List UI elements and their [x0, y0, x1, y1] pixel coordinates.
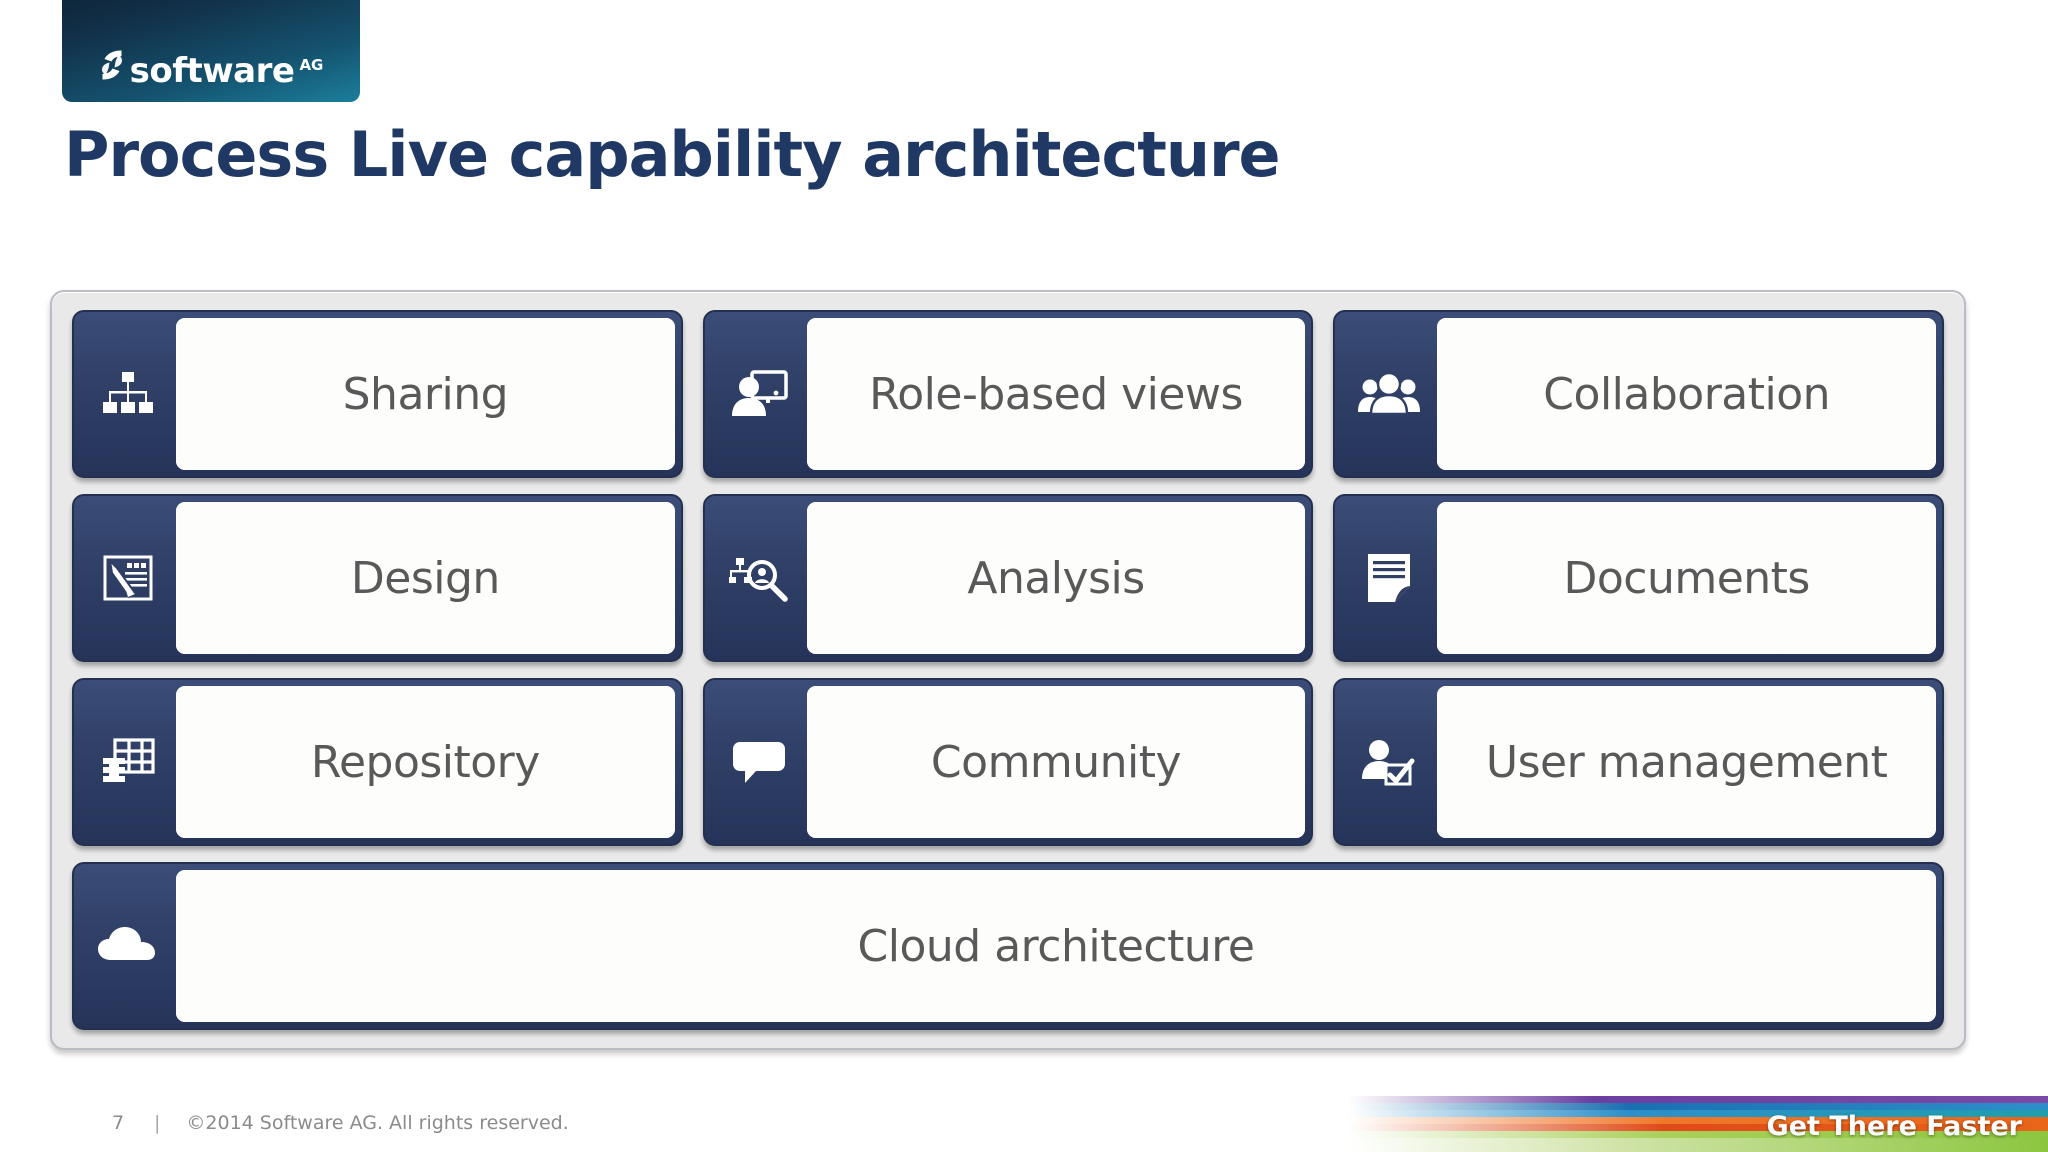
slide-footer: 7 | ©2014 Software AG. All rights reserv…	[0, 1082, 2048, 1152]
capability-label: Design	[176, 502, 675, 654]
stripe-band-lightgreen	[1348, 1138, 2048, 1152]
capability-row: Sharing Role-based views	[72, 310, 1945, 478]
brand-tagline: Get There Faster	[1766, 1111, 2022, 1142]
capability-card-sharing[interactable]: Sharing	[72, 310, 683, 478]
capability-card-repository[interactable]: Repository	[72, 678, 683, 846]
capability-label: Cloud architecture	[176, 870, 1936, 1022]
stripe-band-orange	[1348, 1117, 2048, 1124]
software-ag-logo: software AG	[62, 0, 360, 102]
user-monitor-icon	[711, 318, 807, 470]
paintbrush-document-icon	[80, 502, 176, 654]
user-checkbox-icon	[1341, 686, 1437, 838]
capability-row: Design	[72, 494, 1945, 662]
capability-card-documents[interactable]: Documents	[1333, 494, 1945, 662]
process-magnifier-icon	[711, 502, 807, 654]
capability-label: Analysis	[806, 502, 1306, 654]
capability-label: Collaboration	[1437, 318, 1937, 470]
stripe-band-red	[1348, 1124, 2048, 1131]
capability-grid: Sharing Role-based views	[72, 310, 1945, 1030]
database-grid-icon	[80, 686, 176, 838]
capability-label: Sharing	[176, 318, 675, 470]
page-number: 7	[112, 1112, 125, 1134]
logo-ag-suffix: AG	[299, 56, 324, 74]
capability-label: Role-based views	[806, 318, 1306, 470]
stripe-band-purple	[1348, 1096, 2048, 1103]
footer-left-group: 7 | ©2014 Software AG. All rights reserv…	[112, 1112, 569, 1134]
capability-card-cloud-architecture[interactable]: Cloud architecture	[72, 862, 1944, 1030]
capability-label: Repository	[176, 686, 675, 838]
slide-title: Process Live capability architecture	[64, 118, 1281, 191]
cloud-icon	[80, 870, 176, 1022]
footer-separator: |	[154, 1112, 161, 1134]
capability-card-collaboration[interactable]: Collaboration	[1333, 310, 1945, 478]
capability-label: User management	[1437, 686, 1937, 838]
capability-card-community[interactable]: Community	[702, 678, 1314, 846]
stripe-band-green	[1348, 1131, 2048, 1138]
capability-card-role-based-views[interactable]: Role-based views	[702, 310, 1314, 478]
software-ag-flag-mark-icon	[99, 48, 125, 82]
speech-bubble-icon	[711, 686, 807, 838]
capability-architecture-frame: Sharing Role-based views	[50, 290, 1966, 1050]
brand-stripe: Get There Faster	[1348, 1096, 2048, 1152]
logo-lockup: software AG	[99, 48, 324, 91]
capability-label: Documents	[1437, 502, 1937, 654]
capability-card-user-management[interactable]: User management	[1333, 678, 1945, 846]
capability-card-design[interactable]: Design	[72, 494, 683, 662]
stripe-band-blue	[1348, 1103, 2048, 1110]
document-page-icon	[1341, 502, 1437, 654]
capability-row: Cloud architecture	[72, 862, 1944, 1030]
copyright-text: ©2014 Software AG. All rights reserved.	[186, 1112, 569, 1134]
people-group-icon	[1341, 318, 1437, 470]
stripe-band-cyan	[1348, 1110, 2048, 1117]
logo-wordmark: software	[129, 51, 295, 91]
capability-row: Repository Community	[72, 678, 1945, 846]
hierarchy-icon	[80, 318, 176, 470]
capability-label: Community	[806, 686, 1306, 838]
capability-card-analysis[interactable]: Analysis	[702, 494, 1314, 662]
